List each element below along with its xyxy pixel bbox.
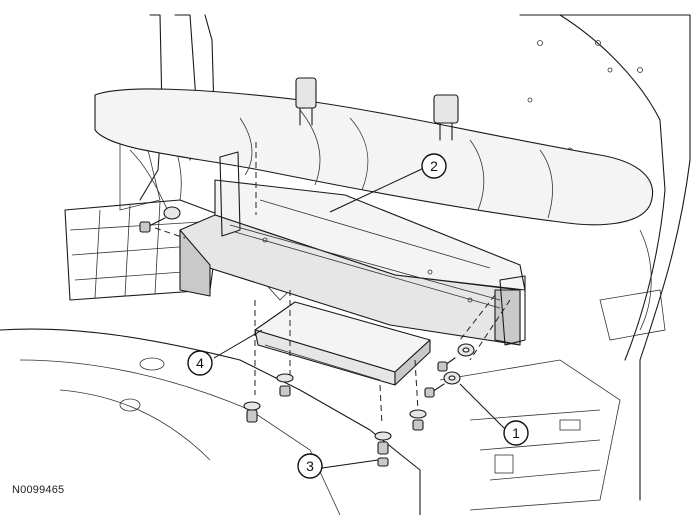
assembly-guide-lines: [154, 142, 511, 426]
stud-nut-4: [409, 409, 427, 431]
vehicle-pillar-right: [519, 14, 691, 501]
svg-text:2: 2: [430, 158, 438, 174]
bolt-right-2: [424, 383, 445, 398]
callout-2: 2: [421, 153, 447, 179]
fasteners: [139, 206, 475, 467]
stud-nut-2: [276, 373, 294, 397]
svg-text:1: 1: [512, 425, 520, 441]
bolt-upper-left: [139, 206, 181, 233]
washer-right-1: [457, 343, 475, 357]
rear-seat-back: [94, 77, 654, 226]
callout-3: 3: [297, 453, 323, 479]
callout-leaders: [213, 167, 507, 469]
svg-text:4: 4: [196, 355, 204, 371]
stud-nut-3: [374, 431, 392, 467]
svg-text:3: 3: [306, 458, 314, 474]
callout-4: 4: [187, 350, 213, 376]
washer-right-2: [443, 371, 461, 385]
figure-reference-code: N0099465: [12, 484, 65, 496]
bolt-right-1: [437, 357, 456, 372]
callout-1: 1: [503, 420, 529, 446]
stud-nut-1: [243, 401, 261, 423]
bracket-assembly: [179, 151, 526, 346]
